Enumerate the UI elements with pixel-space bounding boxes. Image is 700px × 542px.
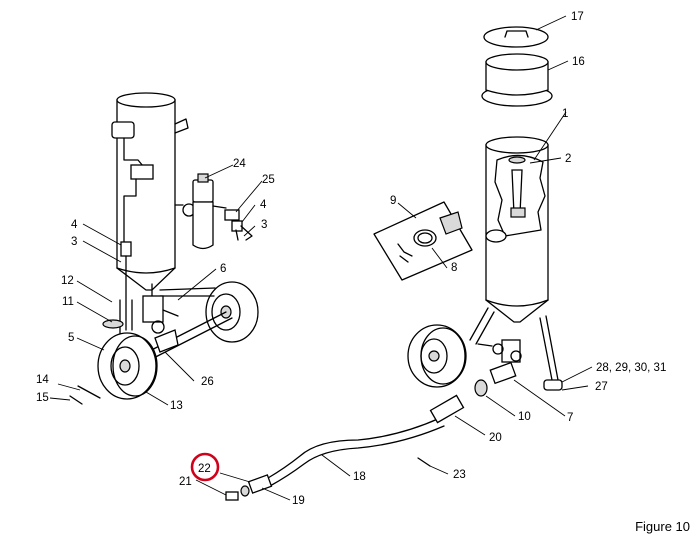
right-metering-valve (489, 339, 522, 385)
callout-26: 26 (201, 376, 214, 388)
callout-23: 23 (453, 469, 466, 481)
left-plumbing (102, 121, 154, 337)
gauge-plate-kit (373, 201, 473, 281)
callout-5: 5 (68, 332, 74, 344)
tank-cover (483, 26, 549, 48)
callout-6: 6 (220, 263, 226, 275)
callout-3-right: 3 (261, 219, 267, 231)
callout-22-highlight-ring (190, 452, 220, 482)
callout-10: 10 (518, 411, 531, 423)
leg-foot (543, 379, 563, 391)
callout-20: 20 (489, 432, 502, 444)
callout-13: 13 (170, 400, 183, 412)
callout-11: 11 (62, 296, 74, 308)
handle-bracket (154, 329, 179, 353)
right-legs (469, 307, 559, 381)
blast-hose (267, 417, 445, 487)
callout-22: 22 (198, 463, 211, 475)
blast-hose-assembly (69, 385, 465, 501)
air-inlet-fittings (224, 209, 253, 241)
rear-wheel (205, 281, 259, 343)
callout-14: 14 (36, 374, 49, 386)
callout-17: 17 (571, 11, 584, 23)
callout-15: 15 (36, 392, 49, 404)
callout-16: 16 (572, 56, 585, 68)
bolt-15 (69, 395, 83, 405)
callout-21: 21 (179, 476, 192, 488)
callout-1: 1 (562, 108, 568, 120)
right-wheel (407, 324, 467, 388)
callout-9: 9 (390, 195, 396, 207)
callout-4-right: 4 (260, 199, 267, 211)
nozzle (225, 491, 239, 501)
filter-regulator (174, 173, 227, 250)
callout-25: 25 (262, 174, 275, 186)
pin (417, 457, 431, 467)
callout-27: 27 (595, 381, 608, 393)
right-tank (485, 136, 549, 323)
coupling-ring (474, 379, 488, 397)
callout-2: 2 (565, 153, 571, 165)
callout-labels: 17 16 1 2 9 8 24 25 4 3 4 3 6 12 11 5 26… (36, 11, 666, 507)
callout-24: 24 (233, 158, 246, 170)
callout-28-31: 28, 29, 30, 31 (596, 362, 666, 374)
nozzle-washer (240, 485, 250, 497)
callout-leaders (49, 15, 593, 501)
hose-end-fitting (247, 474, 273, 494)
callout-4-left: 4 (71, 219, 78, 231)
callout-12: 12 (61, 275, 74, 287)
callout-8: 8 (451, 262, 457, 274)
right-blaster-assembly (373, 26, 563, 397)
callout-19: 19 (292, 495, 305, 507)
callout-7: 7 (567, 412, 573, 424)
callout-3-left: 3 (71, 236, 77, 248)
left-blaster-assembly (97, 92, 259, 400)
bolt-14 (77, 385, 101, 399)
left-metering-valve (142, 283, 179, 334)
callout-18: 18 (353, 471, 366, 483)
front-wheel (97, 332, 158, 400)
hose-coupling (429, 394, 465, 424)
tank-screen (481, 53, 553, 107)
figure-caption: Figure 10 (635, 519, 690, 534)
